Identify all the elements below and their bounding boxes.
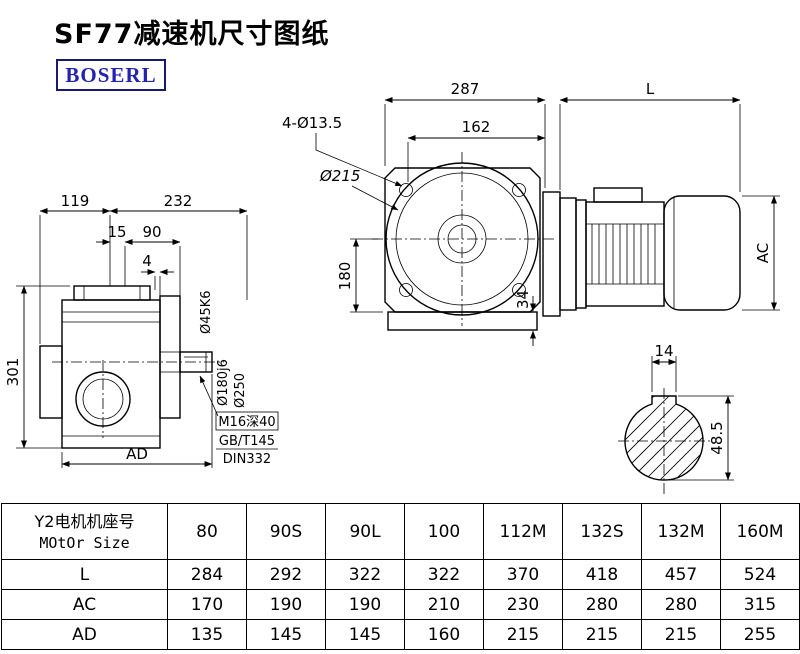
dia-shaft-label: Ø45K6 — [199, 290, 214, 334]
terminal-box — [593, 187, 643, 203]
section-hatch — [625, 396, 703, 481]
technical-drawing: 119 232 15 90 4 301 AD Ø45K6 Ø180j6 Ø250… — [4, 80, 780, 494]
motor-size-table: Y2电机机座号 MOtOr Size 80 90S 90L 100 112M 1… — [1, 503, 800, 650]
header-line-en: MOtOr Size — [39, 533, 130, 552]
dia-spigot-label: Ø180j6 — [216, 359, 231, 406]
table-cell: 255 — [720, 619, 800, 650]
table-cell: 190 — [246, 589, 326, 620]
table-cell: 292 — [246, 559, 326, 590]
table-cell: 457 — [641, 559, 721, 590]
adapter-housing — [542, 191, 561, 317]
table-cell: 280 — [641, 589, 721, 620]
table-row: AC 170 190 190 210 230 280 280 315 — [1, 589, 800, 620]
table-cell: 322 — [325, 559, 405, 590]
dim-l: L — [646, 80, 655, 98]
header-motor-size-cell: Y2电机机座号 MOtOr Size — [1, 503, 168, 560]
row-label: AD — [1, 619, 168, 650]
dim-key-width: 14 — [654, 342, 673, 360]
table-cell: 160 — [404, 619, 484, 650]
rear-cover — [39, 345, 63, 419]
size-col-header: 80 — [167, 503, 247, 560]
motor-flange — [575, 199, 587, 309]
motor-fins — [591, 224, 656, 284]
bolt-hole — [512, 183, 526, 197]
dim-301: 301 — [4, 358, 22, 387]
row-label: L — [1, 559, 168, 590]
table-cell: 524 — [720, 559, 800, 590]
adapter-step — [559, 197, 577, 311]
size-col-header: 160M — [720, 503, 800, 560]
table-row: AD 135 145 145 160 215 215 215 255 — [1, 619, 800, 650]
bolt-hole — [512, 283, 526, 297]
note-m16: M16深40 — [218, 415, 275, 430]
page-title: SF77减速机尺寸图纸 — [54, 19, 330, 50]
dia-215: Ø215 — [319, 167, 360, 185]
dim-119: 119 — [61, 192, 90, 210]
dim-4: 4 — [142, 252, 152, 270]
table-cell: 284 — [167, 559, 247, 590]
size-col-header: 90S — [246, 503, 326, 560]
dia-flange-label: Ø250 — [233, 373, 248, 408]
row-label: AC — [1, 589, 168, 620]
output-flange — [159, 295, 181, 419]
dim-90: 90 — [142, 223, 161, 241]
table-cell: 170 — [167, 589, 247, 620]
dim-ad: AD — [126, 445, 148, 463]
table-cell: 215 — [641, 619, 721, 650]
shaft-section: 14 48.5 — [618, 342, 734, 494]
bore-section-outline — [624, 395, 704, 481]
table-cell: 145 — [246, 619, 326, 650]
table-cell: 322 — [404, 559, 484, 590]
size-col-header: 112M — [483, 503, 563, 560]
dim-ac: AC — [754, 243, 772, 263]
table-cell: 370 — [483, 559, 563, 590]
size-col-header: 132M — [641, 503, 721, 560]
table-cell: 145 — [325, 619, 405, 650]
table-row: L 284 292 322 322 370 418 457 524 — [1, 559, 800, 590]
dim-232: 232 — [164, 192, 193, 210]
bolt-hole — [399, 183, 413, 197]
table-cell: 315 — [720, 589, 800, 620]
gearbox-top-cap — [73, 285, 151, 301]
size-col-header: 132S — [562, 503, 642, 560]
table-header-row: Y2电机机座号 MOtOr Size 80 90S 90L 100 112M 1… — [1, 503, 800, 560]
dim-162: 162 — [462, 118, 491, 136]
header-line-cn: Y2电机机座号 — [34, 511, 135, 531]
dim-15: 15 — [107, 223, 126, 241]
dim-height-over-key: 48.5 — [708, 421, 726, 454]
table-cell: 280 — [562, 589, 642, 620]
size-col-header: 100 — [404, 503, 484, 560]
mounting-base — [387, 311, 538, 331]
dim-34: 34 — [514, 290, 532, 309]
table-cell: 215 — [483, 619, 563, 650]
bolt-hole — [399, 283, 413, 297]
motor-body — [585, 201, 665, 307]
table-cell: 135 — [167, 619, 247, 650]
table-cell: 210 — [404, 589, 484, 620]
fan-cowl — [663, 195, 741, 311]
tapped-hole-note: M16深40 GB/T145 DIN332 — [199, 375, 279, 467]
dim-180: 180 — [336, 262, 354, 291]
note-din: DIN332 — [223, 452, 271, 467]
table-cell: 190 — [325, 589, 405, 620]
boserl-logo: BOSERL — [56, 59, 166, 91]
holes-label: 4-Ø13.5 — [282, 114, 342, 132]
boserl-logo-text: BOSERL — [65, 62, 157, 87]
dim-287: 287 — [451, 80, 480, 98]
front-view: 287 L 162 4-Ø13.5 Ø215 180 34 AC — [282, 80, 780, 346]
table-cell: 230 — [483, 589, 563, 620]
note-gb: GB/T145 — [219, 434, 275, 449]
table-cell: 418 — [562, 559, 642, 590]
side-view: 119 232 15 90 4 301 AD Ø45K6 Ø180j6 Ø250… — [4, 192, 279, 468]
size-col-header: 90L — [325, 503, 405, 560]
table-cell: 215 — [562, 619, 642, 650]
